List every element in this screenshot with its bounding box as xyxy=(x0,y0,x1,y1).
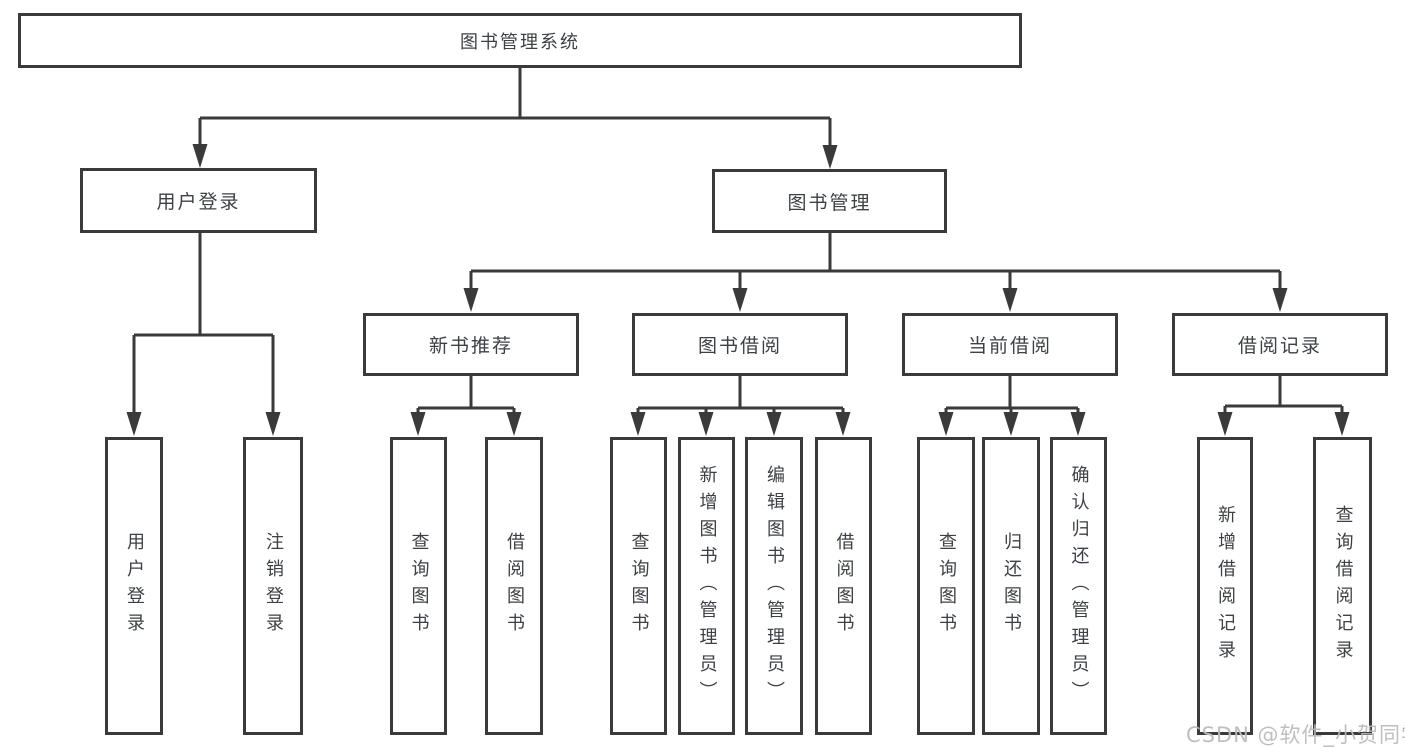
leaf-return-books: 归还图书 xyxy=(982,437,1040,735)
leaf-label: 查询图书 xyxy=(408,532,430,640)
leaf-query-borrow-record: 查询借阅记录 xyxy=(1313,437,1372,735)
node-library-management-system: 图书管理系统 xyxy=(18,13,1022,68)
leaf-borrow-books-recommend: 借阅图书 xyxy=(485,437,543,735)
leaf-label: 借阅图书 xyxy=(504,532,525,640)
leaf-label: 新增借阅记录 xyxy=(1215,505,1236,667)
leaf-label: 注销登录 xyxy=(263,532,284,640)
leaf-label: 查询图书 xyxy=(628,532,650,640)
node-borrow-records: 借阅记录 xyxy=(1172,313,1388,376)
node-current-borrow: 当前借阅 xyxy=(902,313,1118,376)
leaf-query-books-borrow: 查询图书 xyxy=(610,437,667,735)
leaf-label: 新增图书（管理员） xyxy=(696,464,718,708)
leaf-label: 查询图书 xyxy=(936,532,957,640)
leaf-logout: 注销登录 xyxy=(243,437,303,735)
watermark: CSDN @软件_小贺同学 xyxy=(1186,723,1405,747)
node-book-management: 图书管理 xyxy=(712,169,947,233)
node-new-book-recommend: 新书推荐 xyxy=(363,313,579,376)
leaf-label: 借阅图书 xyxy=(833,532,855,640)
leaf-label: 编辑图书（管理员） xyxy=(764,464,785,708)
leaf-user-login: 用户登录 xyxy=(105,437,163,735)
leaf-query-books-recommend: 查询图书 xyxy=(390,437,447,735)
node-user-login: 用户登录 xyxy=(80,168,317,233)
leaf-label: 归还图书 xyxy=(1001,532,1022,640)
leaf-query-books-current: 查询图书 xyxy=(917,437,975,735)
leaf-add-borrow-record: 新增借阅记录 xyxy=(1197,437,1253,735)
leaf-label: 查询借阅记录 xyxy=(1332,505,1354,667)
node-book-borrow: 图书借阅 xyxy=(632,313,848,376)
leaf-borrow-books: 借阅图书 xyxy=(815,437,872,735)
leaf-label: 用户登录 xyxy=(124,532,145,640)
leaf-label: 确认归还（管理员） xyxy=(1068,464,1090,708)
leaf-confirm-return-admin: 确认归还（管理员） xyxy=(1050,437,1107,735)
leaf-add-books-admin: 新增图书（管理员） xyxy=(678,437,735,735)
leaf-edit-books-admin: 编辑图书（管理员） xyxy=(745,437,803,735)
